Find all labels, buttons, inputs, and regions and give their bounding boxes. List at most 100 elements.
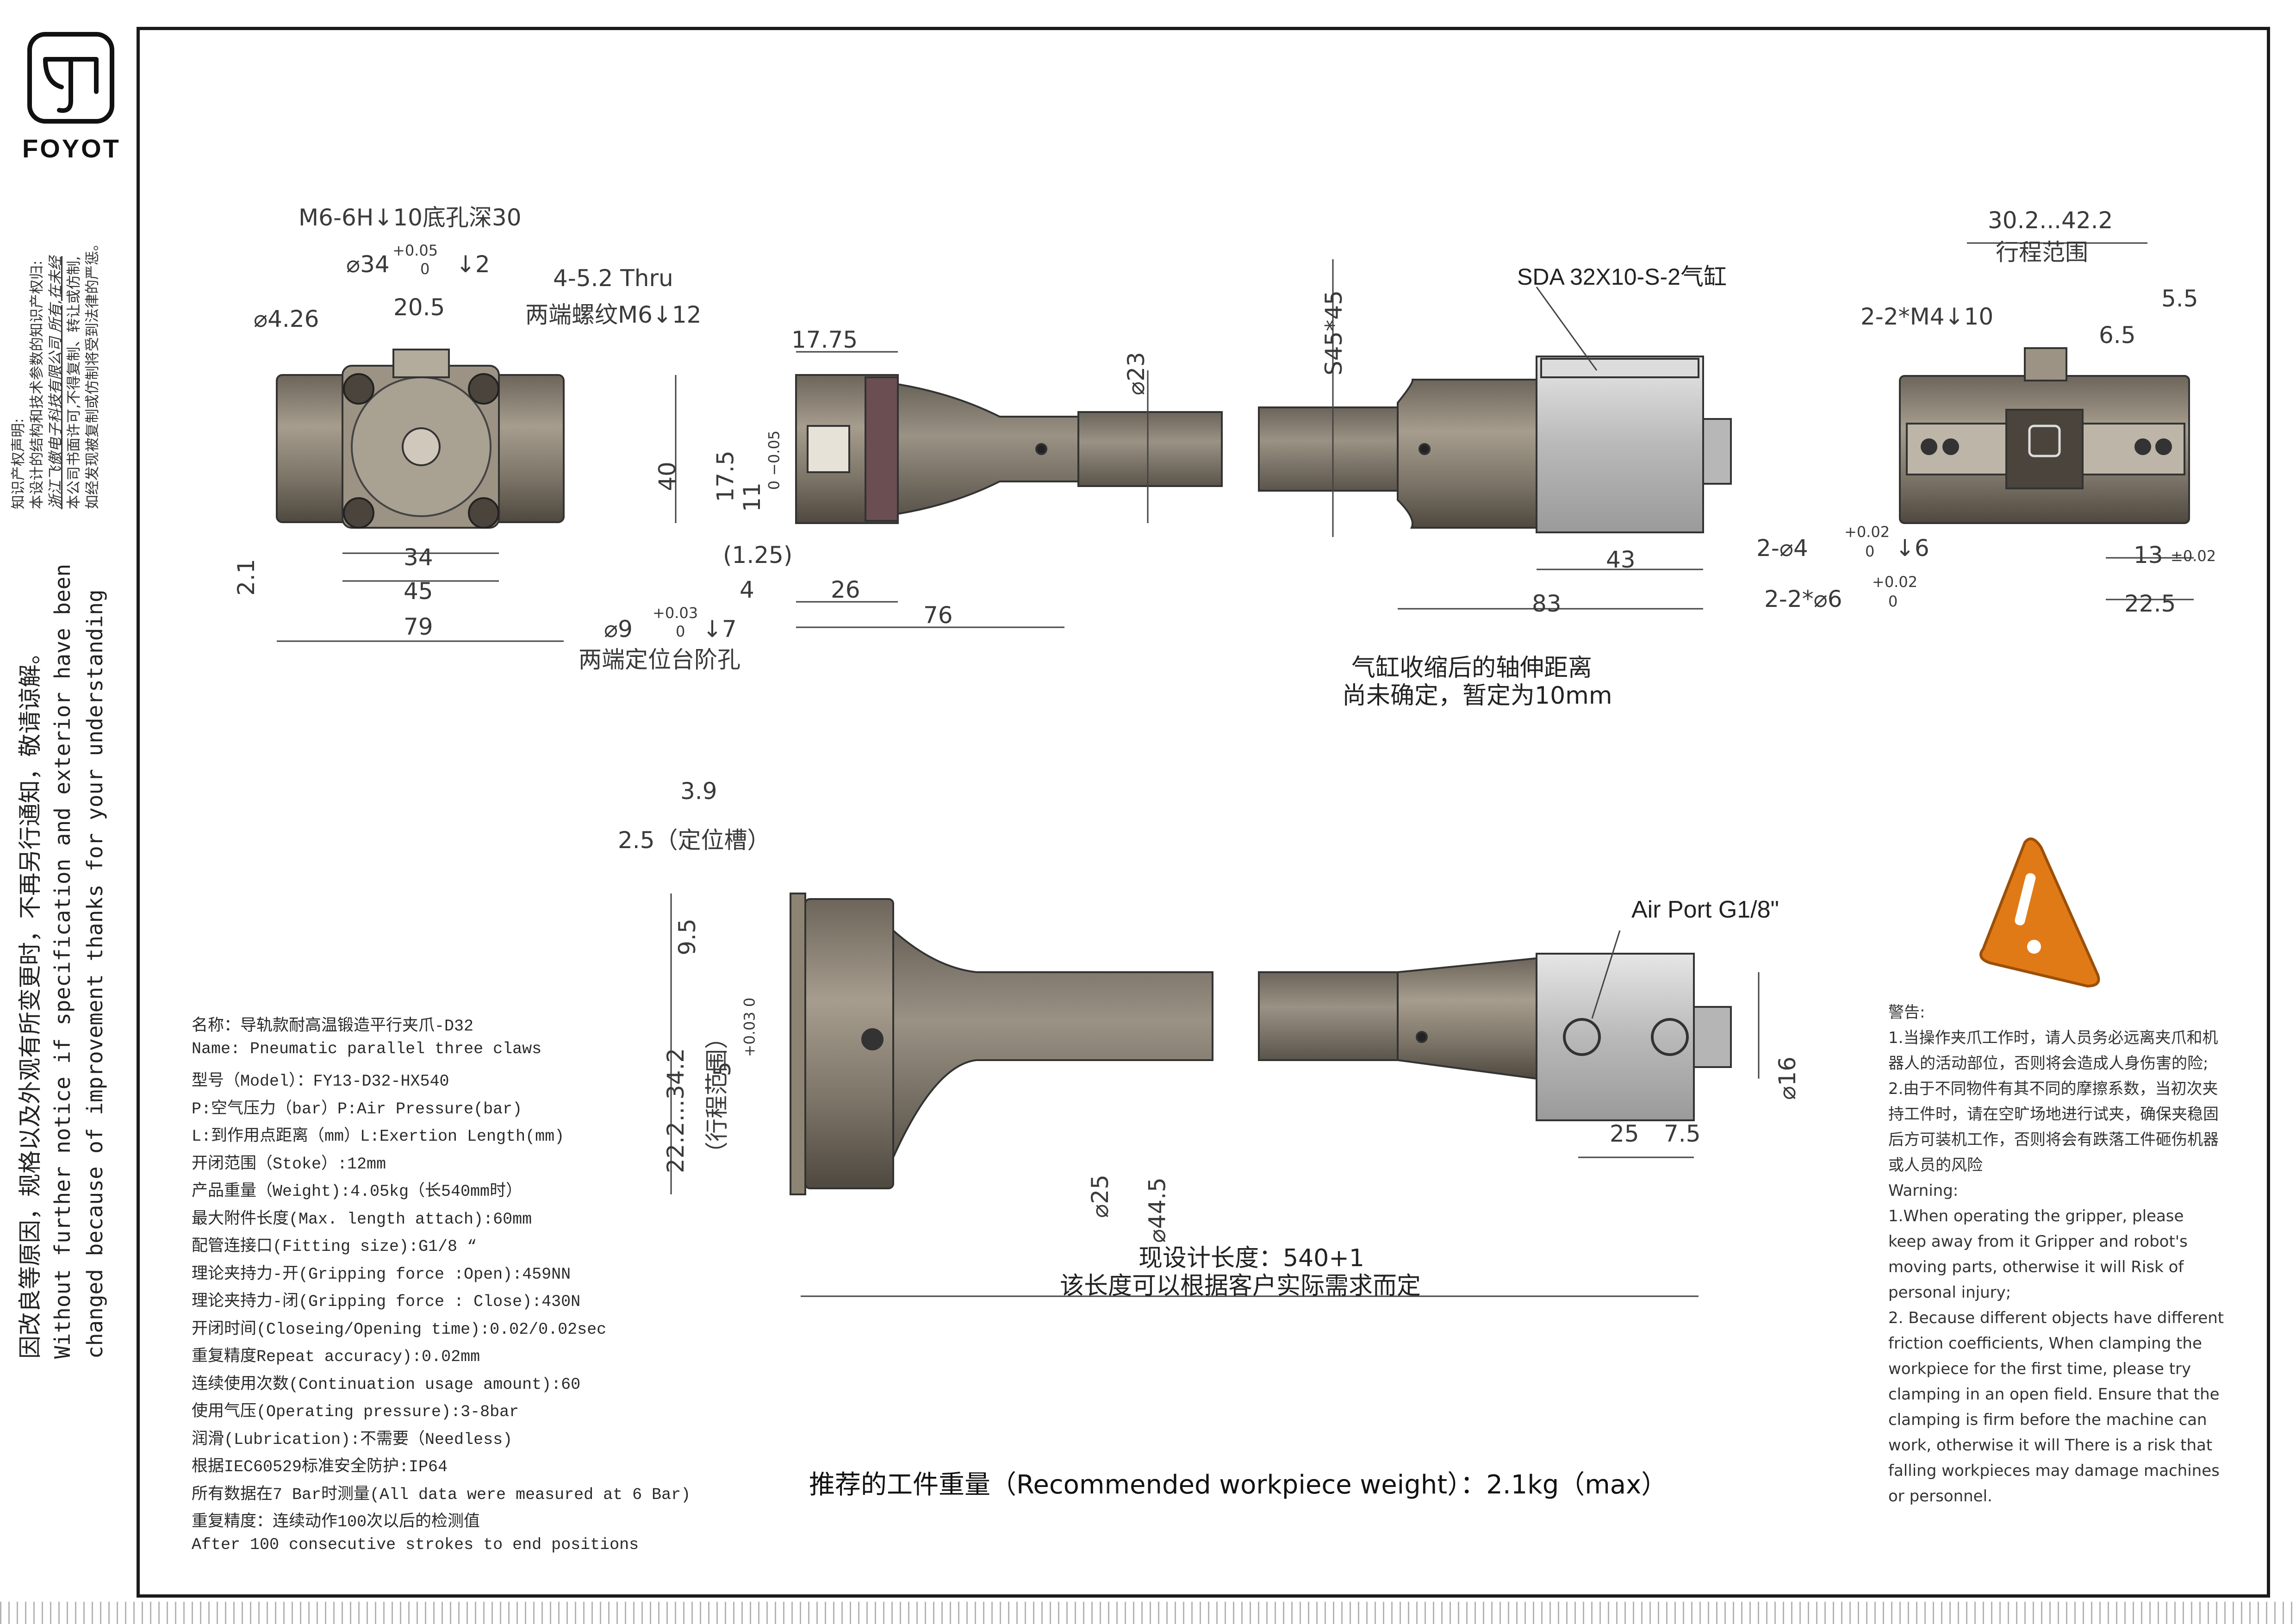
- warning-line: 2.由于不同物件有其不同的摩擦系数，当初次夹持工件时，请在空旷场地进行试夹，确保…: [1888, 1080, 2219, 1174]
- warning-line: 1.当操作夹爪工作时，请人员务必远离夹爪和机器人的活动部位，否则将会造成人身伤害…: [1888, 1029, 2218, 1073]
- end-view-right: [1899, 347, 2190, 524]
- side-view-top-right: [1258, 356, 1732, 533]
- dim-dia16: ⌀16: [1773, 1056, 1801, 1100]
- warning-block: 警告: 1.当操作夹爪工作时，请人员务必远离夹爪和机器人的活动部位，否则将会造成…: [1888, 1000, 2226, 1509]
- dim-2-1: 2.1: [232, 559, 260, 596]
- dim-7-5: 7.5: [1664, 1120, 1701, 1147]
- dim-dia25: ⌀25: [1086, 1174, 1114, 1218]
- dim-2-5-groove: 2.5（定位槽）: [618, 827, 771, 854]
- side-view-bottom-left: [790, 893, 1213, 1195]
- dim-dia34-tol-plus: +0.05: [392, 242, 438, 259]
- side-view-bottom-right: [1258, 953, 1732, 1121]
- dim-dia23: ⌀23: [1122, 352, 1150, 395]
- spec-line: 开闭时间(Closeing/Opening time):0.02/0.02sec: [192, 1320, 607, 1339]
- dim-4: 4: [740, 576, 754, 603]
- dim-dia4-tol-plus: +0.02: [1844, 523, 1890, 541]
- spec-line: 名称：导轨款耐高温锻造平行夹爪-D32: [192, 1017, 474, 1036]
- dim-thru: 4-5.2 Thru: [553, 265, 673, 292]
- dim-13-tol: ±0.02: [2171, 547, 2216, 565]
- dim-dia4-tol-zero: 0: [1865, 543, 1875, 560]
- dim-stroke2-label: （行程范围）: [703, 1026, 730, 1165]
- spec-line: 所有数据在7 Bar时测量(All data were measured at …: [192, 1485, 691, 1504]
- air-port-label: Air Port G1/8": [1631, 896, 1780, 923]
- side-view-top-left: [795, 374, 1223, 524]
- brand-name: FOYOT: [22, 134, 121, 163]
- dim-m4: 2-2*M4↓10: [1860, 303, 1994, 330]
- dim-3-9: 3.9: [680, 778, 717, 805]
- dim-dia34-depth: ↓2: [456, 251, 490, 278]
- dim-thread12: 两端螺纹M6↓12: [525, 301, 702, 328]
- dim-locate-hole: 两端定位台阶孔: [579, 646, 740, 673]
- spec-line: 重复精度Repeat accuracy):0.02mm: [192, 1348, 480, 1366]
- spec-line: 润滑(Lubrication):不需要（Needless): [192, 1430, 513, 1449]
- spec-line: 产品重量（Weight):4.05kg（长540mm时）: [192, 1182, 523, 1201]
- warning-line: Warning:: [1888, 1181, 1959, 1200]
- dim-dia426: ⌀4.26: [254, 306, 319, 332]
- dim-5-5: 5.5: [2161, 285, 2198, 312]
- spec-line: Name: Pneumatic parallel three claws: [192, 1039, 542, 1058]
- dim-dia6-tol-plus: +0.02: [1872, 573, 1918, 591]
- foyot-logo-icon: [27, 32, 114, 124]
- dim-dia9-depth: ↓7: [703, 616, 737, 643]
- dim-dia6-tol-zero: 0: [1888, 593, 1898, 610]
- warning-line: 2. Because different objects have differ…: [1888, 1309, 2224, 1505]
- spec-line: P:空气压力（bar）P:Air Pressure(bar): [192, 1099, 523, 1118]
- dim-1-25: (1.25): [723, 542, 793, 568]
- spec-line: 根据IEC60529标准安全防护:IP64: [192, 1458, 448, 1476]
- spec-line: 连续使用次数(Continuation usage amount):60: [192, 1375, 581, 1394]
- dim-83: 83: [1532, 590, 1562, 617]
- dim-dia6: 2-2*⌀6: [1764, 586, 1842, 612]
- dim-dia9-tol-plus: +0.03: [653, 604, 698, 622]
- dim-76: 76: [923, 602, 953, 629]
- end-view-left: [276, 349, 565, 529]
- dim-79: 79: [404, 613, 433, 640]
- dim-34: 34: [404, 544, 433, 571]
- cylinder-model: SDA 32X10-S-2气缸: [1517, 264, 1727, 290]
- dim-dia9: ⌀9: [604, 616, 633, 643]
- spec-line: 配管连接口(Fitting size):G1/8 “: [192, 1237, 477, 1256]
- dim-stroke-range: 30.2...42.2: [1988, 207, 2113, 234]
- dim-43: 43: [1606, 546, 1636, 573]
- dim-dia34: ⌀34: [346, 251, 390, 278]
- warning-line: 警告:: [1888, 1003, 1925, 1022]
- dim-top-hole: M6-6H↓10底孔深30: [299, 204, 522, 231]
- dim-40: 40: [653, 462, 681, 491]
- dim-6-5: 6.5: [2099, 322, 2136, 349]
- spec-line: L:到作用点距离（mm）L:Exertion Length(mm): [192, 1127, 565, 1146]
- dim-25: 25: [1610, 1120, 1639, 1147]
- length-note-l2: 该长度可以根据客户实际需求而定: [1060, 1272, 1421, 1300]
- dim-45: 45: [404, 578, 433, 605]
- dim-5-tol: +0.03 0: [740, 997, 759, 1057]
- note-shaft-l2: 尚未确定，暂定为10mm: [1342, 682, 1612, 710]
- dim-dia34-tol-zero: 0: [420, 260, 430, 278]
- dim-17-5: 17.5: [712, 450, 739, 502]
- dim-dia9-tol-zero: 0: [676, 623, 685, 640]
- length-note-l1: 现设计长度：540+1: [1139, 1244, 1364, 1272]
- dim-26: 26: [831, 576, 860, 603]
- recommended-weight: 推荐的工件重量（Recommended workpiece weight）：2.…: [809, 1470, 1668, 1500]
- dim-11-tol: 0 −0.05: [765, 430, 783, 490]
- dim-dia4: 2-⌀4: [1756, 535, 1808, 562]
- dim-stroke-label: 行程范围: [1996, 239, 2088, 266]
- dim-9-5: 9.5: [673, 918, 701, 956]
- dim-22-5: 22.5: [2124, 590, 2176, 617]
- dim-dia4-depth: ↓6: [1895, 535, 1929, 562]
- spec-line: 理论夹持力-开(Gripping force :Open):459NN: [192, 1265, 571, 1284]
- spec-line: 重复精度：连续动作100次以后的检测值: [192, 1513, 480, 1531]
- spec-list: 名称：导轨款耐高温锻造平行夹爪-D32 Name: Pneumatic para…: [192, 1012, 691, 1563]
- dim-dia44-5: ⌀44.5: [1144, 1177, 1171, 1243]
- dim-13: 13: [2134, 542, 2163, 568]
- spec-line: 理论夹持力-闭(Gripping force : Close):430N: [192, 1293, 581, 1311]
- dim-20-5: 20.5: [393, 294, 445, 321]
- warning-line: 1.When operating the gripper, please kee…: [1888, 1207, 2188, 1302]
- dim-11: 11: [738, 482, 765, 512]
- bottom-ruler: [0, 1602, 2296, 1624]
- dim-s45: S45*45: [1320, 290, 1347, 375]
- spec-line: 开闭范围（Stoke）:12mm: [192, 1155, 386, 1174]
- spec-line: 型号（Model）：FY13-D32-HX540: [192, 1072, 449, 1091]
- drawing-frame: [137, 27, 2270, 1598]
- spec-line: 最大附件长度(Max. length attach):60mm: [192, 1210, 532, 1229]
- dim-17-75: 17.75: [791, 326, 858, 353]
- spec-line: After 100 consecutive strokes to end pos…: [192, 1535, 639, 1554]
